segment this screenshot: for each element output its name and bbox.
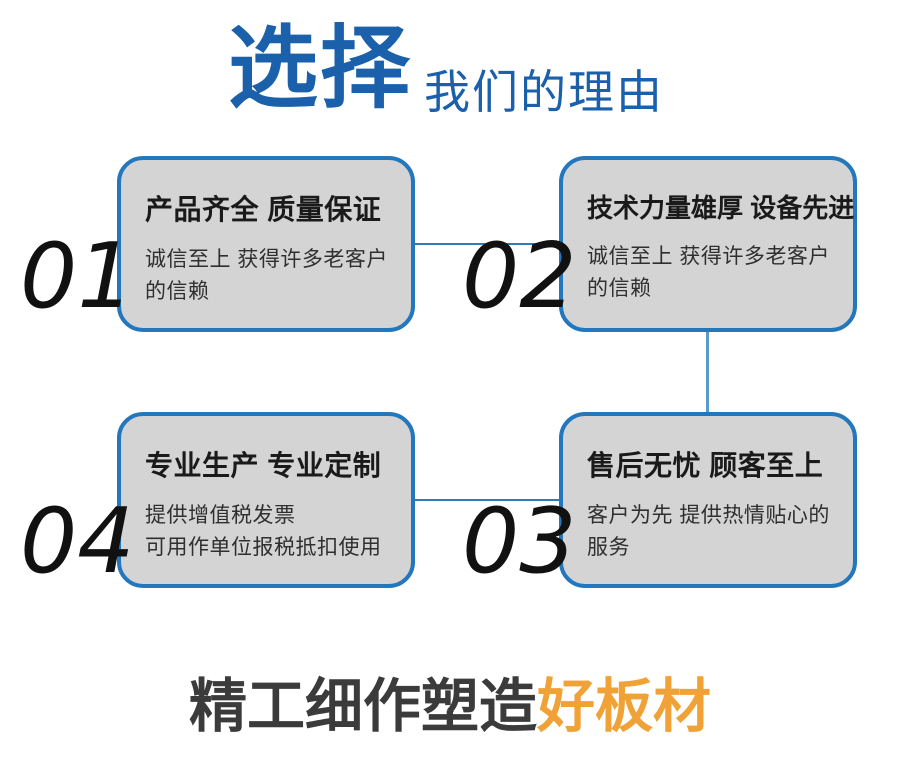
feature-number-1: 01 — [20, 224, 135, 329]
page-title-main: 选择 — [228, 19, 412, 119]
feature-number-2: 02 — [462, 224, 577, 329]
feature-card-4-desc: 提供增值税发票 可用作单位报税抵扣使用 — [145, 504, 382, 559]
footer-slogan: 精工细作塑造好板材 — [0, 672, 900, 742]
feature-card-4-title: 专业生产 专业定制 — [145, 450, 382, 481]
connector-line-bottom — [410, 499, 562, 501]
feature-card-1-desc: 诚信至上 获得许多老客户 的信赖 — [145, 248, 388, 303]
page-title-sub: 我们的理由 — [424, 66, 664, 118]
feature-card-4: 专业生产 专业定制 提供增值税发票 可用作单位报税抵扣使用 — [117, 412, 415, 588]
feature-card-3-title: 售后无忧 顾客至上 — [587, 450, 824, 481]
feature-card-1: 产品齐全 质量保证 诚信至上 获得许多老客户 的信赖 — [117, 156, 415, 332]
connector-line-top — [410, 243, 562, 245]
feature-card-2-desc: 诚信至上 获得许多老客户 的信赖 — [587, 245, 830, 300]
connector-line-vertical — [706, 331, 709, 414]
feature-card-2: 技术力量雄厚 设备先进 诚信至上 获得许多老客户 的信赖 — [559, 156, 857, 332]
feature-card-2-title: 技术力量雄厚 设备先进 — [587, 193, 855, 223]
footer-slogan-accent: 好板材 — [537, 674, 712, 739]
feature-card-3-desc: 客户为先 提供热情贴心的 服务 — [587, 504, 830, 559]
feature-number-3: 03 — [462, 489, 577, 594]
feature-number-4: 04 — [20, 489, 135, 594]
feature-card-3: 售后无忧 顾客至上 客户为先 提供热情贴心的 服务 — [559, 412, 857, 588]
feature-card-1-title: 产品齐全 质量保证 — [145, 194, 382, 225]
footer-slogan-dark: 精工细作塑造 — [188, 674, 537, 739]
